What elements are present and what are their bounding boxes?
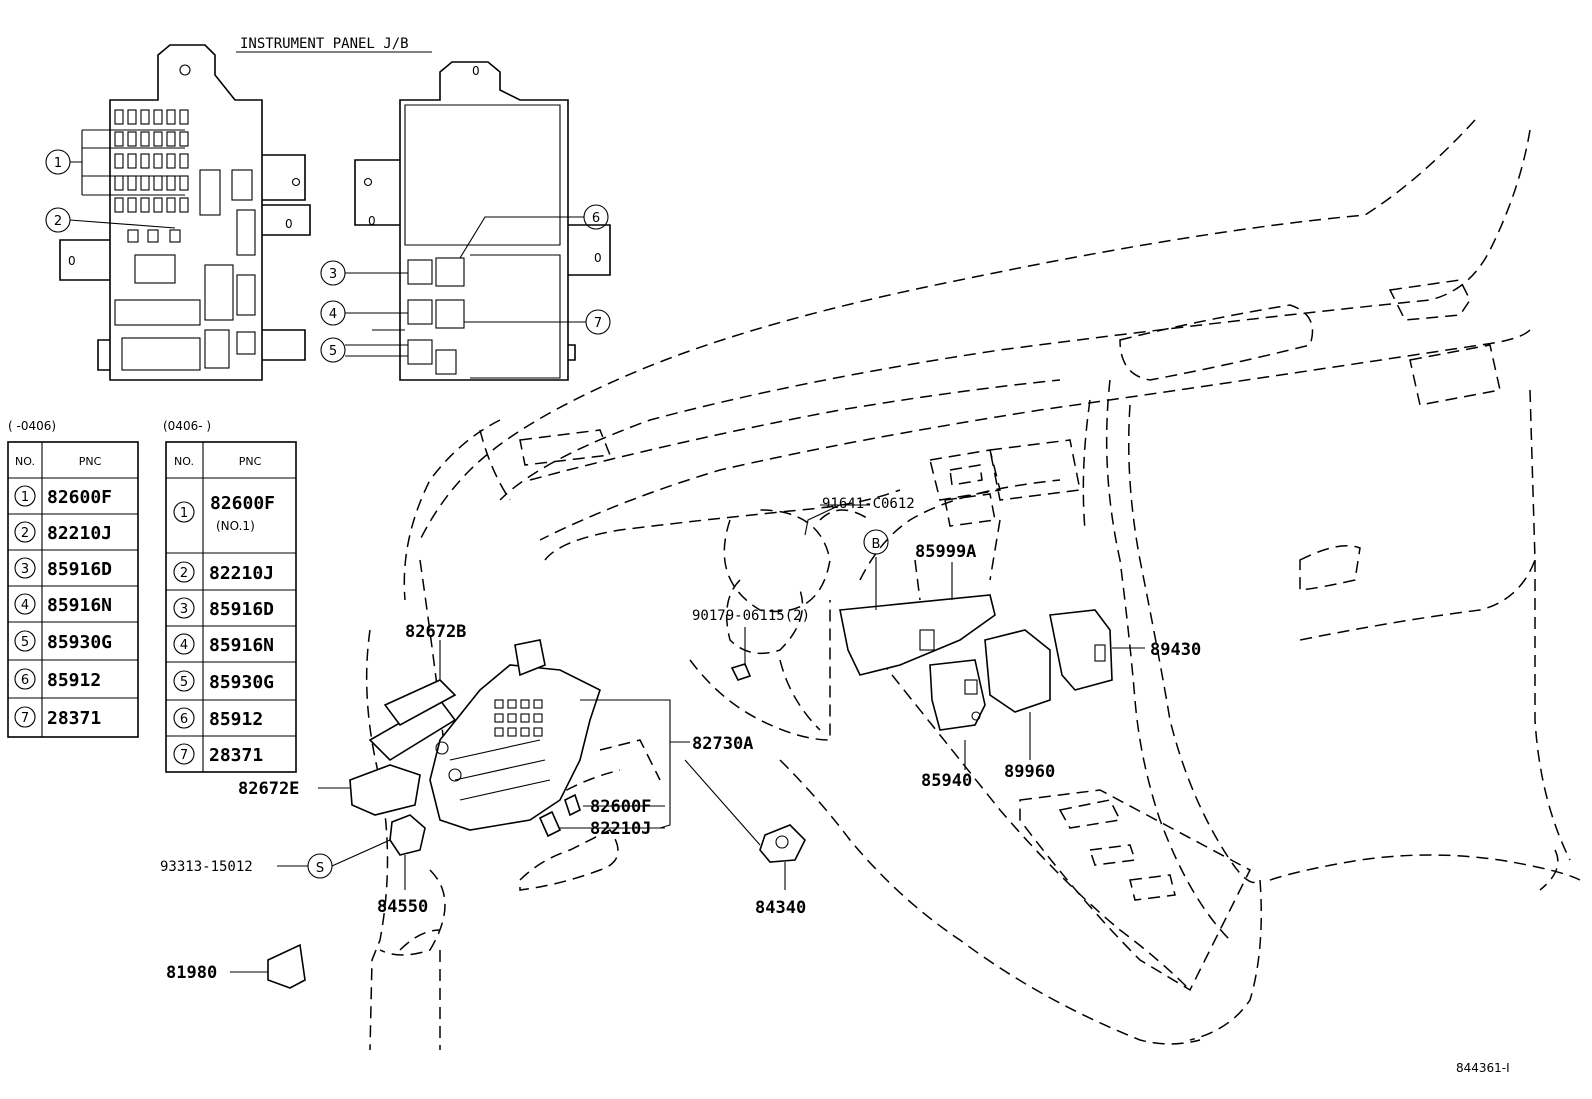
- label-82730a: 82730A: [692, 734, 753, 754]
- svg-text:82600F: 82600F: [47, 487, 112, 508]
- marker-b: [863, 529, 889, 555]
- svg-text:B: B: [872, 537, 881, 552]
- svg-text:0: 0: [472, 64, 480, 78]
- svg-text:5: 5: [329, 344, 337, 359]
- svg-text:(NO.1): (NO.1): [216, 519, 255, 533]
- svg-text:85916D: 85916D: [47, 559, 112, 580]
- svg-text:2: 2: [180, 566, 188, 581]
- junction-block-assembly: [368, 639, 601, 831]
- junction-block-title: INSTRUMENT PANEL J/B: [240, 36, 409, 52]
- relay-84550: [389, 814, 426, 856]
- leader-lines: [230, 504, 1145, 973]
- svg-text:82600F: 82600F: [210, 493, 275, 514]
- label-89960: 89960: [1004, 762, 1055, 782]
- label-82600f: 82600F: [590, 797, 651, 817]
- svg-text:82210J: 82210J: [47, 523, 112, 544]
- svg-text:4: 4: [180, 638, 188, 653]
- svg-text:1: 1: [180, 506, 188, 521]
- svg-text:7: 7: [180, 748, 188, 763]
- switch-84340: [759, 824, 806, 863]
- marker-s: [307, 853, 333, 879]
- svg-text:0: 0: [368, 214, 376, 228]
- svg-text:3: 3: [180, 602, 188, 617]
- svg-text:85916N: 85916N: [209, 635, 274, 656]
- svg-text:NO.: NO.: [174, 455, 194, 468]
- svg-text:2: 2: [54, 214, 62, 229]
- label-85940: 85940: [921, 771, 972, 791]
- table-early-rows: 1 82600F 2 82210J 3 85916D 4 85916N 5 85…: [14, 485, 112, 729]
- svg-text:4: 4: [21, 598, 29, 613]
- label-82210j: 82210J: [590, 819, 651, 839]
- svg-text:85916D: 85916D: [209, 599, 274, 620]
- svg-text:5: 5: [180, 675, 188, 690]
- svg-text:PNC: PNC: [239, 455, 262, 468]
- label-81980: 81980: [166, 963, 217, 983]
- module-89430: [1049, 609, 1113, 691]
- label-91641: 91641-C0612: [822, 496, 915, 512]
- label-85999a: 85999A: [915, 542, 976, 562]
- svg-text:3: 3: [329, 267, 337, 282]
- figure-id: 844361-I: [1456, 1061, 1510, 1075]
- label-82672e: 82672E: [238, 779, 299, 799]
- callout-5: [320, 337, 346, 363]
- pnc-table-late: (0406- ) NO. PNC: [163, 419, 297, 773]
- svg-text:7: 7: [594, 316, 602, 331]
- instrument-panel-outline: [365, 119, 1581, 1051]
- label-84340: 84340: [755, 898, 806, 918]
- label-82672b: 82672B: [405, 622, 466, 642]
- svg-text:85916N: 85916N: [47, 595, 112, 616]
- table-late-rows: 1 82600F (NO.1) 2 82210J 3 85916D 4 8591…: [173, 493, 275, 766]
- module-89960: [984, 629, 1051, 713]
- svg-text:6: 6: [21, 673, 29, 688]
- svg-text:(0406- ): (0406- ): [163, 419, 211, 433]
- bracket-85999a: [839, 594, 996, 676]
- svg-text:6: 6: [180, 712, 188, 727]
- pnc-table-early: ( -0406) NO. PNC: [7, 419, 139, 738]
- label-84550: 84550: [377, 897, 428, 917]
- flasher-81980: [267, 943, 306, 989]
- svg-text:NO.: NO.: [15, 455, 35, 468]
- bracket-82672e: [349, 764, 421, 816]
- svg-text:6: 6: [592, 211, 600, 226]
- svg-text:1: 1: [21, 490, 29, 505]
- part-labels: 91641-C0612 B 85999A 90179-06115(2) 8267…: [160, 496, 1510, 1075]
- svg-text:7: 7: [21, 711, 29, 726]
- svg-text:85930G: 85930G: [209, 672, 274, 693]
- svg-text:S: S: [316, 861, 324, 876]
- svg-text:( -0406): ( -0406): [8, 419, 56, 433]
- svg-text:0: 0: [285, 217, 293, 231]
- label-89430: 89430: [1150, 640, 1201, 660]
- label-90179: 90179-06115(2): [692, 608, 810, 624]
- svg-text:82210J: 82210J: [209, 563, 274, 584]
- svg-text:2: 2: [21, 526, 29, 541]
- svg-text:85912: 85912: [209, 709, 263, 730]
- svg-text:3: 3: [21, 562, 29, 577]
- svg-text:28371: 28371: [209, 745, 263, 766]
- svg-text:0: 0: [68, 254, 76, 268]
- fuse-82210j: [538, 810, 562, 838]
- svg-text:85930G: 85930G: [47, 632, 112, 653]
- nut-90179: [730, 663, 752, 681]
- junction-block-rear: 0 0 0 3 4 5 6 7: [320, 61, 611, 381]
- svg-text:0: 0: [594, 251, 602, 265]
- relay-85940: [929, 659, 986, 731]
- junction-block-front: INSTRUMENT PANEL J/B 0 0 1: [45, 36, 432, 381]
- fuse-82600f: [564, 793, 581, 817]
- label-93313: 93313-15012: [160, 859, 253, 875]
- svg-text:28371: 28371: [47, 708, 101, 729]
- svg-text:5: 5: [21, 635, 29, 650]
- svg-text:4: 4: [329, 307, 337, 322]
- svg-text:PNC: PNC: [79, 455, 102, 468]
- svg-text:1: 1: [54, 156, 62, 171]
- svg-text:85912: 85912: [47, 670, 101, 691]
